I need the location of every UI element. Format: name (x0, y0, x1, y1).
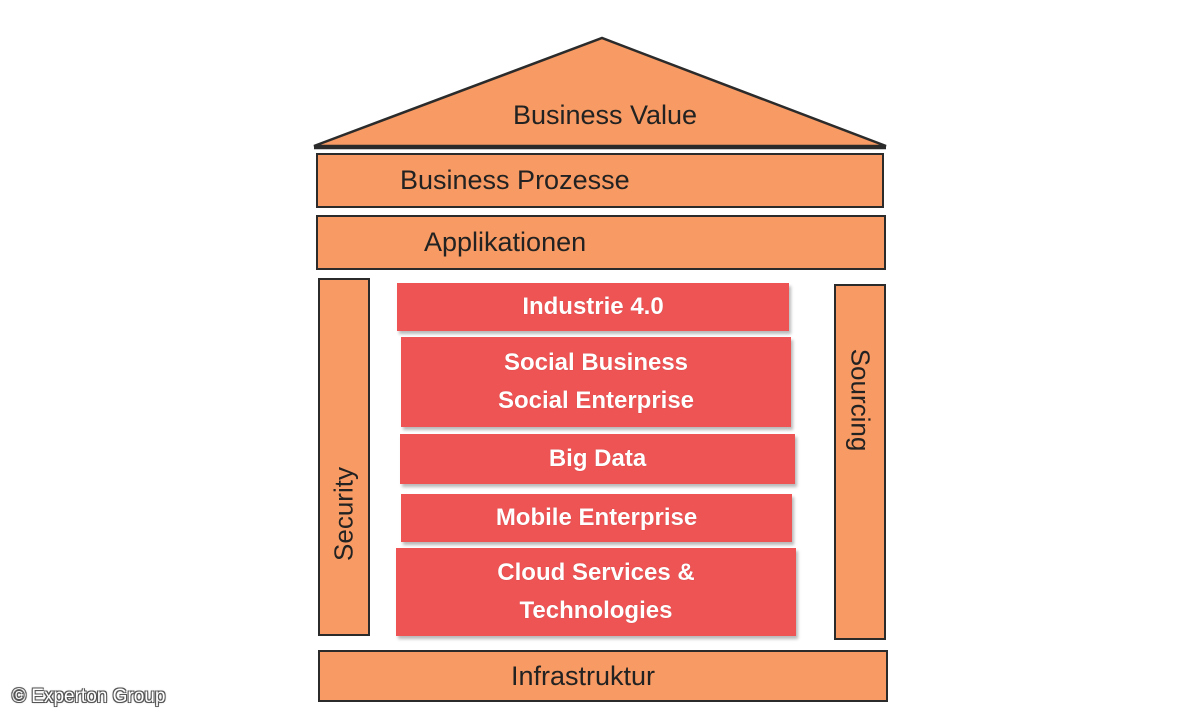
pillar-sourcing: Sourcing (834, 284, 886, 640)
roof-shape (313, 36, 887, 150)
layer-applikationen-label: Applikationen (424, 227, 587, 257)
block-social-line-1: Social Business (503, 349, 689, 376)
block-mobile-enterprise-line: Mobile Enterprise (495, 504, 698, 531)
layer-applikationen: Applikationen (316, 215, 886, 270)
copyright-watermark: © Experton Group (12, 686, 166, 707)
block-social-line-2: Social Enterprise (497, 387, 695, 414)
block-cloud-line-2: Technologies (519, 597, 673, 624)
layer-business-prozesse: Business Prozesse (316, 153, 884, 208)
block-industrie-line: Industrie 4.0 (522, 293, 664, 320)
layer-business-prozesse-label: Business Prozesse (400, 165, 630, 195)
layer-infrastruktur: Infrastruktur (318, 650, 888, 702)
block-big-data-line: Big Data (548, 445, 647, 472)
block-big-data: Big Data (400, 434, 795, 484)
block-industrie: Industrie 4.0 (397, 283, 789, 331)
block-cloud: Cloud Services & Technologies (396, 548, 796, 636)
block-social: Social Business Social Enterprise (401, 337, 791, 427)
pillar-security-label: Security (328, 467, 359, 561)
pillar-sourcing-label: Sourcing (845, 348, 876, 452)
roof-label: Business Value (512, 100, 698, 130)
block-mobile-enterprise: Mobile Enterprise (401, 494, 792, 542)
pillar-security: Security (318, 278, 370, 636)
layer-infrastruktur-label: Infrastruktur (510, 660, 656, 691)
block-cloud-line-1: Cloud Services & (497, 559, 695, 586)
